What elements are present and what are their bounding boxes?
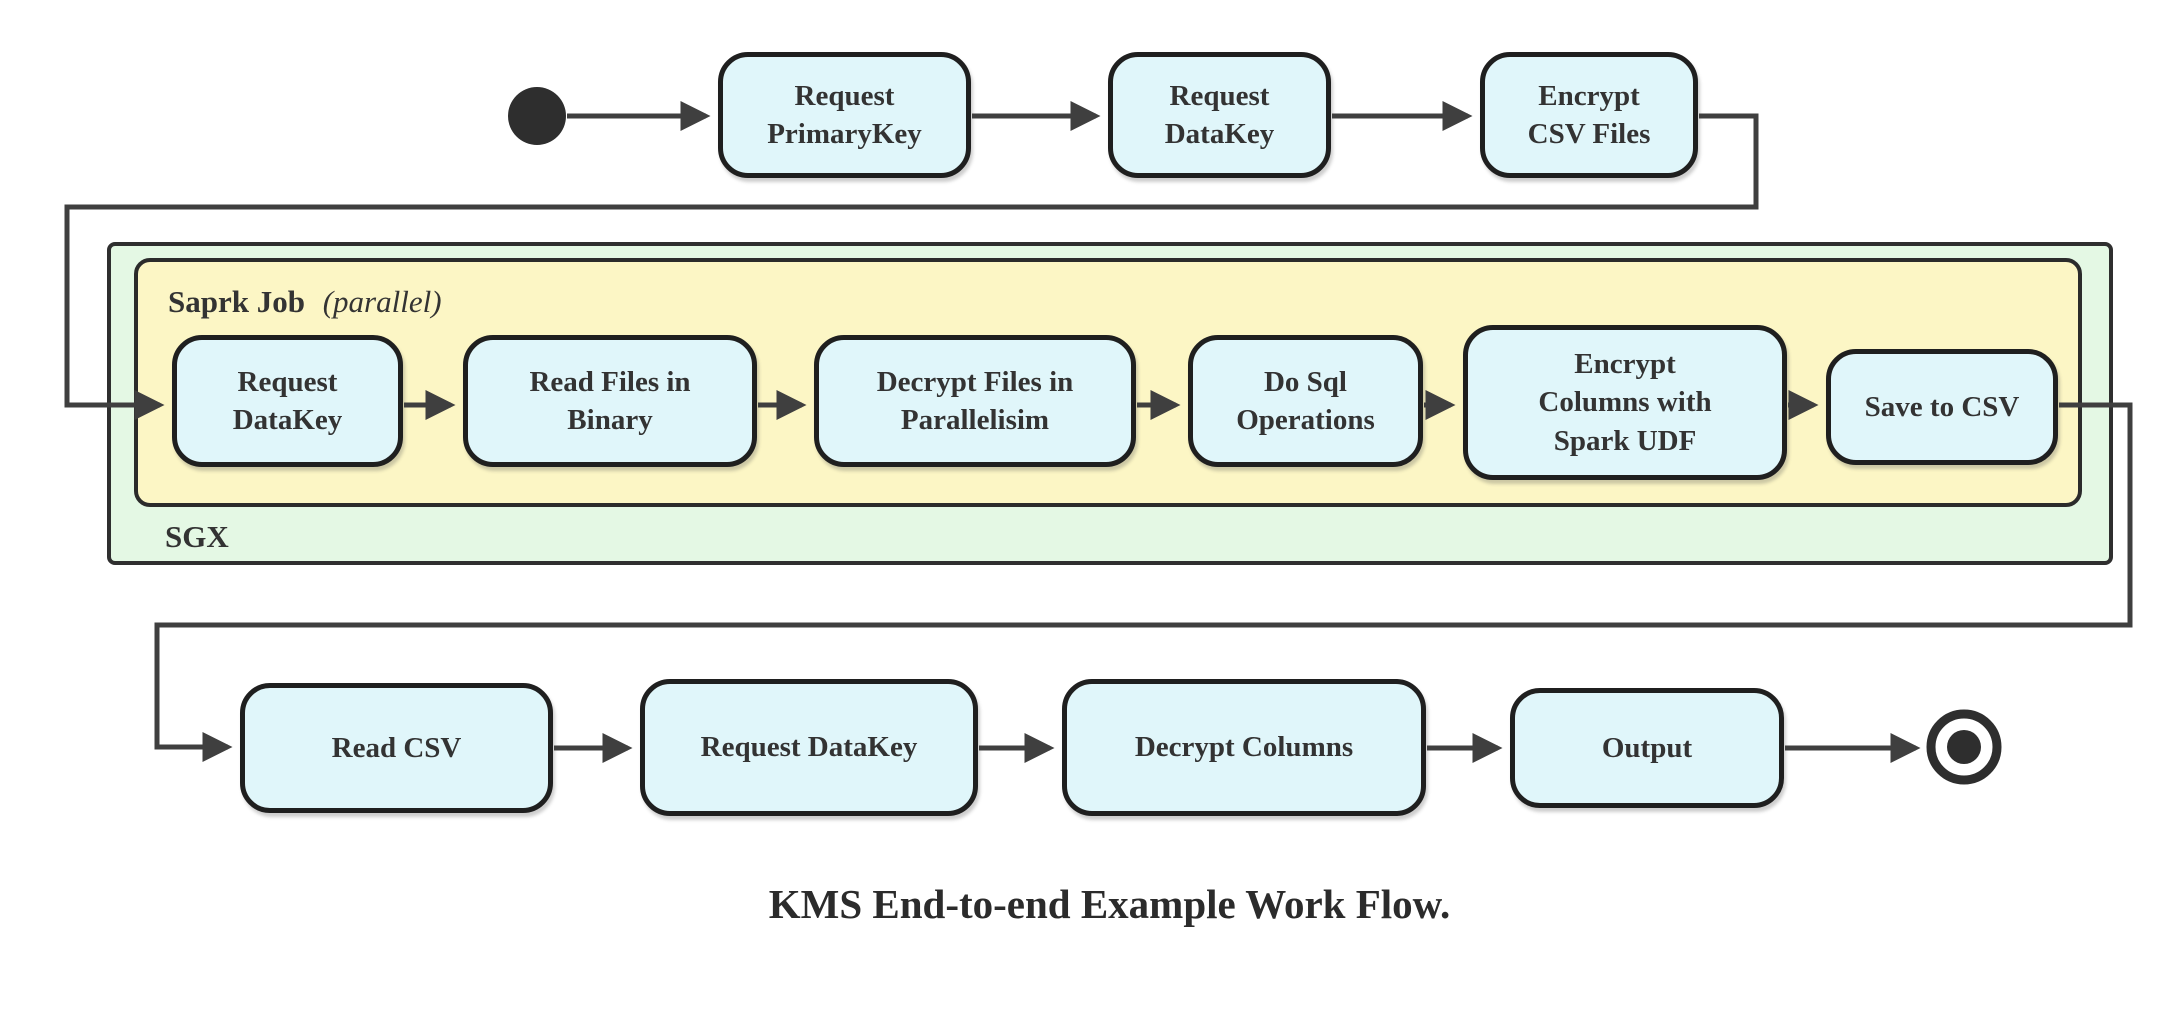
activity-node-do-sql-operations: Do Sql Operations <box>1188 335 1423 467</box>
diagram-caption: KMS End-to-end Example Work Flow. <box>768 881 1451 927</box>
spark-job-container-label: Saprk Job (parallel) <box>168 284 442 320</box>
spark-job-parallel-text: (parallel) <box>322 284 442 319</box>
activity-node-request-datakey-sgx: Request DataKey <box>172 335 403 467</box>
activity-node-request-datakey-bottom: Request DataKey <box>640 679 978 816</box>
activity-node-output: Output <box>1510 688 1784 808</box>
initial-node <box>508 87 566 145</box>
sgx-container-label: SGX <box>165 519 229 554</box>
activity-node-encrypt-columns-with-spark-udf: Encrypt Columns with Spark UDF <box>1463 325 1787 480</box>
activity-node-save-to-csv: Save to CSV <box>1826 349 2058 465</box>
activity-node-read-csv: Read CSV <box>240 683 553 813</box>
activity-node-read-files-in-binary: Read Files in Binary <box>463 335 757 467</box>
spark-job-label-text: Saprk Job <box>168 284 305 319</box>
activity-node-decrypt-files-in-parallelisim: Decrypt Files in Parallelisim <box>814 335 1136 467</box>
final-node <box>1926 709 2002 785</box>
activity-node-request-datakey: Request DataKey <box>1108 52 1331 178</box>
activity-node-request-primarykey: Request PrimaryKey <box>718 52 971 178</box>
activity-node-decrypt-columns: Decrypt Columns <box>1062 679 1426 816</box>
activity-node-encrypt-csv-files: Encrypt CSV Files <box>1480 52 1698 178</box>
